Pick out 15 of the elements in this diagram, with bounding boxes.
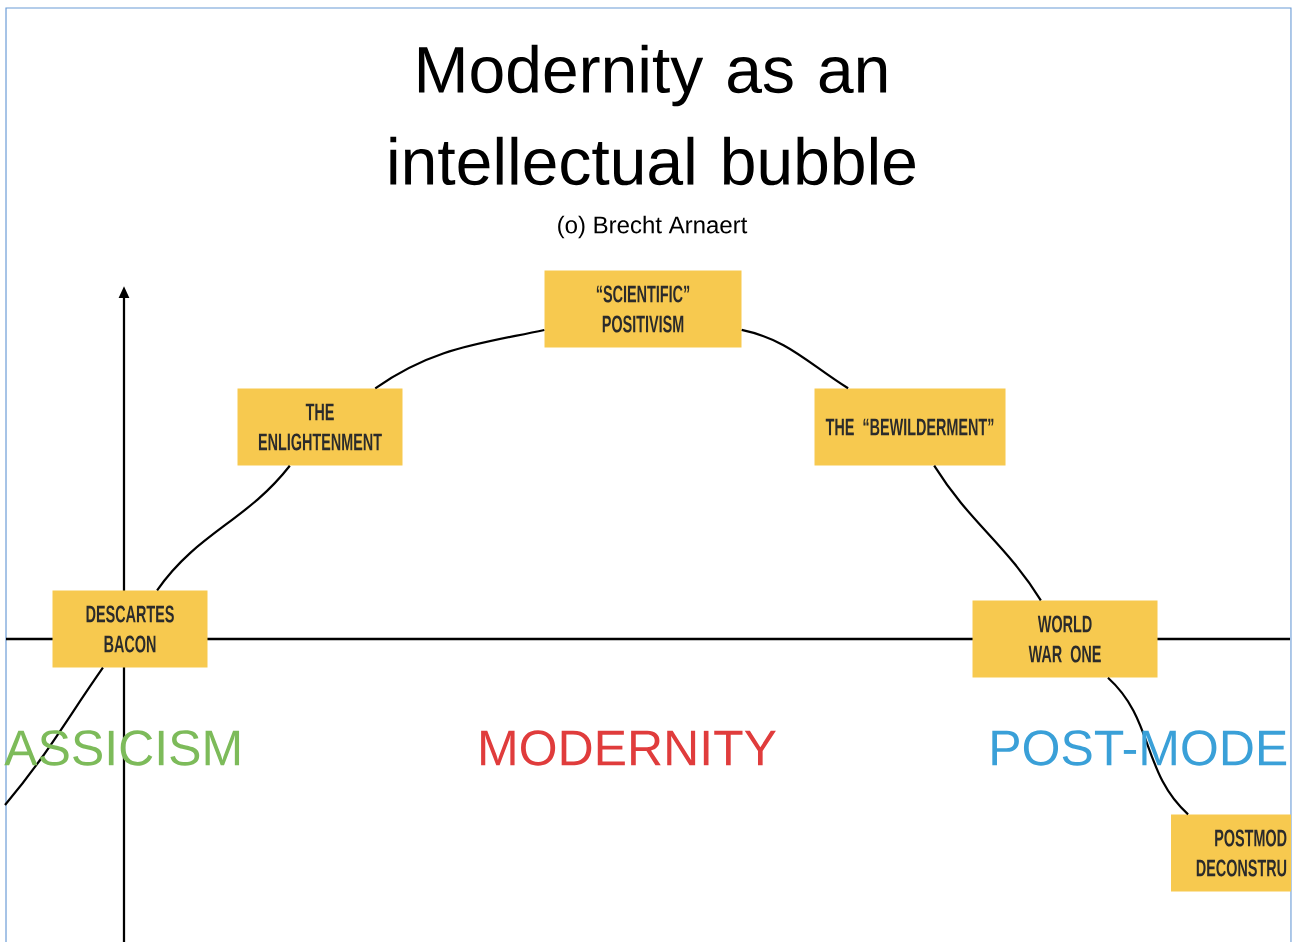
bubble-curve [933,465,1042,601]
bubble-curve [1107,676,1189,816]
bubble-curve [741,328,849,390]
sticky-note: DESCARTES BACON [52,590,208,668]
sticky-note: THE “BEWILDERMENT” [814,388,1006,466]
sticky-note: THE ENLIGHTENMENT [237,388,403,466]
bubble-curve [156,465,291,591]
bubble-curve [4,667,104,806]
sticky-note: WORLD WAR ONE [972,600,1158,678]
bubble-curve [374,328,545,390]
sticky-note: “SCIENTIFIC” POSITIVISM [544,270,742,348]
author-note: (o) Brecht Arnaert [558,215,748,239]
era-label: MODERNITY [481,730,776,766]
title: Modernity as an intellectual bubble [390,44,915,186]
sticky-note: POSTMOD DECONSTRU [1171,814,1291,892]
